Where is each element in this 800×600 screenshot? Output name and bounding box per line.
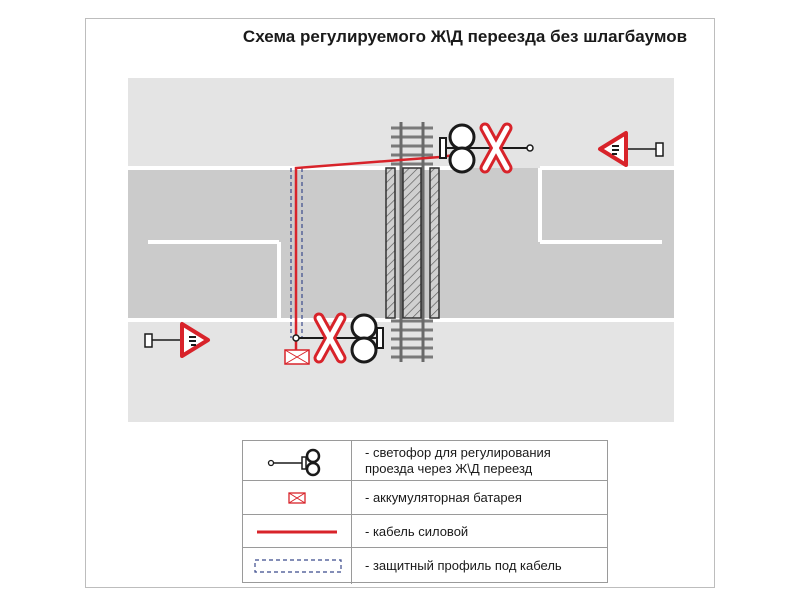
battery-icon: [284, 349, 310, 365]
legend-text-power-cable: - кабель силовой: [365, 524, 469, 539]
railway-track: [391, 122, 433, 362]
power-cable-legend-icon: [257, 530, 337, 534]
battery-legend-icon: [288, 492, 306, 504]
protective-profile: [290, 168, 303, 338]
warning-sign-left-icon: [144, 322, 210, 358]
legend-item-traffic-light: - светофор для регулирования проезда чер…: [243, 441, 607, 481]
traffic-light-top-icon: [439, 122, 534, 174]
legend-text-protective-profile: - защитный профиль под кабель: [365, 558, 562, 573]
warning-sign-right-icon: [598, 131, 664, 167]
legend: - светофор для регулирования проезда чер…: [242, 440, 608, 584]
diagram-frame: [85, 18, 715, 588]
legend-item-power-cable: - кабель силовой: [243, 515, 607, 548]
crossing-panels: [385, 167, 440, 319]
traffic-light-icon: [267, 448, 321, 477]
legend-item-battery: - аккумуляторная батарея: [243, 481, 607, 515]
protective-profile-legend-icon: [254, 559, 342, 573]
legend-text-battery: - аккумуляторная батарея: [365, 490, 522, 505]
legend-text-traffic-light: - светофор для регулирования проезда чер…: [365, 445, 551, 476]
page-title: Схема регулируемого Ж\Д переезда без шла…: [242, 27, 688, 46]
traffic-light-bottom-icon: [292, 312, 384, 364]
legend-item-protective-profile: - защитный профиль под кабель: [243, 548, 607, 584]
